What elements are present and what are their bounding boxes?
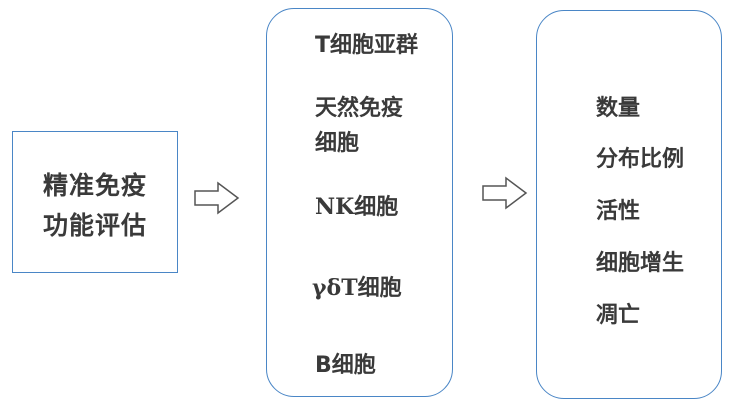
left-box-immune-assessment: 精准免疫 功能评估 [12, 131, 178, 273]
metric-apoptosis: 凋亡 [596, 303, 641, 328]
right-arrow-icon [194, 181, 240, 215]
right-box-metrics: 数量 分布比例 活性 细胞增生 凋亡 [536, 10, 722, 399]
middle-box-cell-types: T细胞亚群 天然免疫 细胞 NK细胞 γδT细胞 B细胞 [266, 8, 453, 397]
left-box-title-line-1: 精准免疫 [42, 171, 147, 200]
metric-cell-proliferation: 细胞增生 [596, 251, 685, 276]
cell-type-nk: NK细胞 [315, 194, 399, 220]
metric-activity: 活性 [596, 199, 641, 224]
cell-type-b: B细胞 [315, 353, 376, 378]
right-arrow-icon [482, 176, 528, 210]
metric-quantity: 数量 [596, 96, 641, 121]
cell-type-innate-immune-line-1: 天然免疫 [315, 96, 404, 121]
left-box-title-line-2: 功能评估 [42, 211, 147, 240]
left-box-title: 精准免疫 功能评估 [13, 166, 177, 246]
metric-distribution-ratio: 分布比例 [596, 147, 685, 172]
cell-type-t-subsets: T细胞亚群 [315, 33, 419, 58]
cell-type-innate-immune-line-2: 细胞 [315, 131, 360, 156]
cell-type-gamma-delta-t: γδT细胞 [312, 275, 402, 301]
